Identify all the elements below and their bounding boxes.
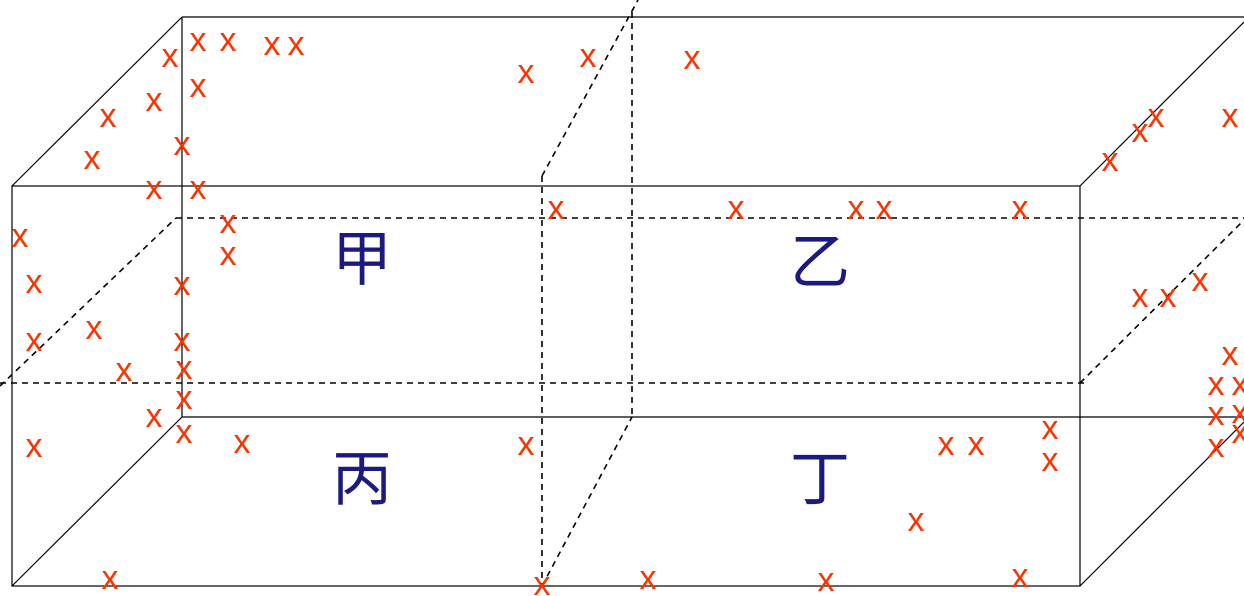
field-mark: x [102, 559, 119, 596]
field-mark: x [1042, 409, 1059, 447]
field-mark: x [1232, 365, 1244, 403]
field-mark: x [908, 501, 925, 539]
field-mark: x [26, 263, 43, 301]
field-mark: x [1102, 141, 1119, 179]
field-mark: x [220, 203, 237, 241]
field-mark: x [640, 559, 657, 596]
field-mark: x [26, 321, 43, 359]
region-label-jia: 甲 [332, 225, 392, 295]
field-mark: x [1208, 427, 1225, 465]
field-mark: x [234, 423, 251, 461]
field-mark: x [220, 21, 237, 59]
field-mark: x [176, 349, 193, 387]
field-mark: x [190, 67, 207, 105]
field-mark: x [162, 37, 179, 75]
field-mark: x [1222, 97, 1239, 135]
field-mark: x [174, 125, 191, 163]
field-mark: x [728, 189, 745, 227]
field-mark: x [146, 81, 163, 119]
field-mark: x [26, 427, 43, 465]
field-mark: x [1222, 335, 1239, 373]
field-mark: x [84, 139, 101, 177]
field-mark: x [116, 351, 133, 389]
field-mark: x [518, 425, 535, 463]
field-mark: x [220, 235, 237, 273]
field-mark: x [938, 425, 955, 463]
field-mark: x [848, 189, 865, 227]
region-label-bing: 丙 [332, 445, 392, 515]
field-mark: x [1232, 413, 1244, 451]
field-mark: x [176, 413, 193, 451]
field-mark: x [1042, 441, 1059, 479]
field-mark: x [518, 53, 535, 91]
field-mark: x [876, 189, 893, 227]
field-mark: x [146, 397, 163, 435]
field-mark: x [1132, 112, 1149, 150]
field-mark: x [548, 189, 565, 227]
field-mark: x [264, 25, 281, 63]
field-mark: x [1132, 277, 1149, 315]
field-mark: x [288, 25, 305, 63]
field-mark: x [1012, 189, 1029, 227]
field-mark: x [100, 97, 117, 135]
field-mark: x [1232, 393, 1244, 431]
field-mark: x [1148, 97, 1165, 135]
field-mark: x [86, 309, 103, 347]
field-mark: x [534, 565, 551, 596]
field-mark: x [818, 561, 835, 596]
box-solid-edges [11, 16, 1244, 587]
field-mark: x [176, 379, 193, 417]
field-mark: x [1208, 365, 1225, 403]
field-mark: x [12, 217, 29, 255]
region-label-yi: 乙 [790, 228, 850, 298]
field-mark: x [1192, 261, 1209, 299]
field-mark: x [1160, 277, 1177, 315]
field-mark: x [968, 425, 985, 463]
field-mark: x [684, 39, 701, 77]
field-mark: x [1012, 557, 1029, 595]
field-mark: x [146, 169, 163, 207]
field-mark: x [174, 265, 191, 303]
field-mark: x [190, 169, 207, 207]
field-mark: x [174, 321, 191, 359]
field-mark: x [580, 37, 597, 75]
region-label-ding: 丁 [790, 445, 850, 515]
field-mark: x [1208, 395, 1225, 433]
field-mark: x [190, 21, 207, 59]
